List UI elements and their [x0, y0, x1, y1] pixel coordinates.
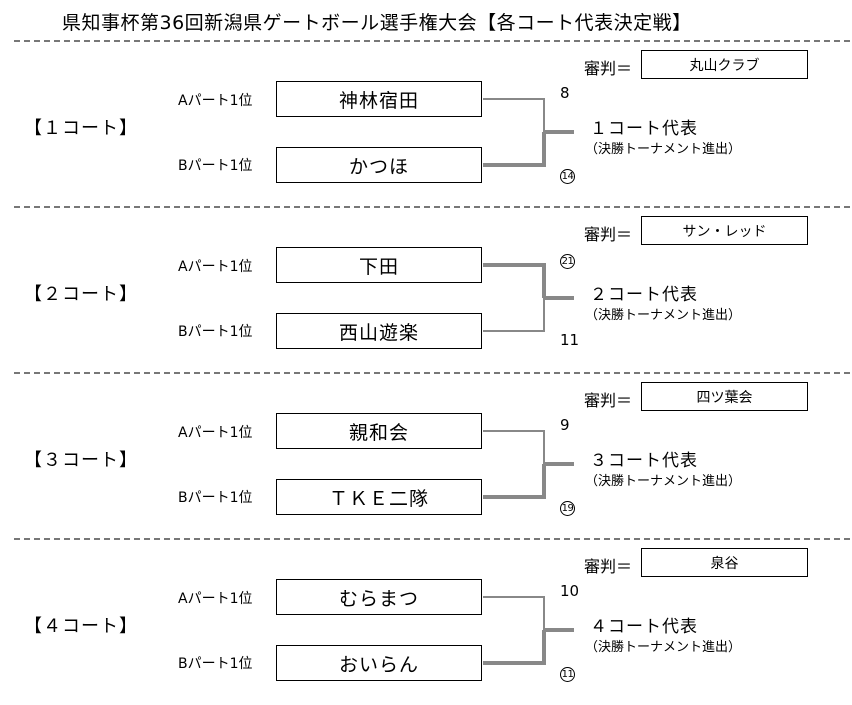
part-a-label: Aパート1位 — [178, 425, 253, 441]
part-a-label: Aパート1位 — [178, 93, 253, 109]
score-b: 14 — [560, 169, 575, 184]
part-b-label: Bパート1位 — [178, 324, 253, 340]
divider — [14, 206, 850, 208]
court-representative-title: ４コート代表 — [590, 617, 698, 637]
referee-label: 審判＝ — [584, 557, 633, 576]
team-a-box: むらまつ — [276, 579, 482, 615]
bracket-line-team-b — [483, 630, 546, 665]
court-representative-title: ３コート代表 — [590, 451, 698, 471]
divider — [14, 40, 850, 42]
bracket-line-team-b — [483, 464, 546, 499]
court-label: 【３コート】 — [24, 450, 138, 471]
bracket-line-team-b — [483, 132, 546, 167]
part-b-label: Bパート1位 — [178, 656, 253, 672]
bracket-line-team-a — [483, 263, 546, 298]
court-representative-note: （決勝トーナメント進出） — [585, 640, 742, 655]
page-title: 県知事杯第36回新潟県ゲートボール選手権大会【各コート代表決定戦】 — [62, 12, 692, 34]
court-label: 【２コート】 — [24, 284, 138, 305]
part-b-label: Bパート1位 — [178, 158, 253, 174]
team-a-box: 神林宿田 — [276, 81, 482, 117]
court-label: 【１コート】 — [24, 118, 138, 139]
court-representative-title: ２コート代表 — [590, 285, 698, 305]
bracket-line-team-a — [483, 596, 545, 630]
divider — [14, 372, 850, 374]
score-b: 19 — [560, 501, 575, 516]
court-label: 【４コート】 — [24, 616, 138, 637]
referee-box: サン・レッド — [641, 216, 808, 245]
score-a: 21 — [560, 254, 575, 269]
team-b-box: 西山遊楽 — [276, 313, 482, 349]
score-b: 11 — [560, 667, 575, 682]
team-b-box: かつほ — [276, 147, 482, 183]
bracket-line-team-b — [483, 298, 545, 332]
part-a-label: Aパート1位 — [178, 259, 253, 275]
referee-box: 泉谷 — [641, 548, 808, 577]
team-b-box: おいらん — [276, 645, 482, 681]
team-a-box: 親和会 — [276, 413, 482, 449]
referee-box: 丸山クラブ — [641, 50, 808, 79]
referee-label: 審判＝ — [584, 59, 633, 78]
part-a-label: Aパート1位 — [178, 591, 253, 607]
court-block-3: 【３コート】 Aパート1位 Bパート1位 親和会 ＴＫＥ二隊 9 19 審判＝ … — [0, 373, 852, 539]
bracket-line-team-a — [483, 98, 545, 132]
court-representative-title: １コート代表 — [590, 119, 698, 139]
court-block-1: 【１コート】 Aパート1位 Bパート1位 神林宿田 かつほ 8 14 審判＝ 丸… — [0, 41, 852, 207]
part-b-label: Bパート1位 — [178, 490, 253, 506]
score-a: 10 — [560, 582, 580, 600]
referee-label: 審判＝ — [584, 225, 633, 244]
score-a: 8 — [560, 84, 570, 102]
court-representative-note: （決勝トーナメント進出） — [585, 308, 742, 323]
court-representative-note: （決勝トーナメント進出） — [585, 142, 742, 157]
court-block-2: 【２コート】 Aパート1位 Bパート1位 下田 西山遊楽 21 11 審判＝ サ… — [0, 207, 852, 373]
court-representative-note: （決勝トーナメント進出） — [585, 474, 742, 489]
court-block-4: 【４コート】 Aパート1位 Bパート1位 むらまつ おいらん 10 11 審判＝… — [0, 539, 852, 705]
score-b: 11 — [560, 331, 580, 349]
referee-box: 四ツ葉会 — [641, 382, 808, 411]
score-a: 9 — [560, 416, 570, 434]
referee-label: 審判＝ — [584, 391, 633, 410]
divider — [14, 538, 850, 540]
team-a-box: 下田 — [276, 247, 482, 283]
team-b-box: ＴＫＥ二隊 — [276, 479, 482, 515]
bracket-line-team-a — [483, 430, 545, 464]
